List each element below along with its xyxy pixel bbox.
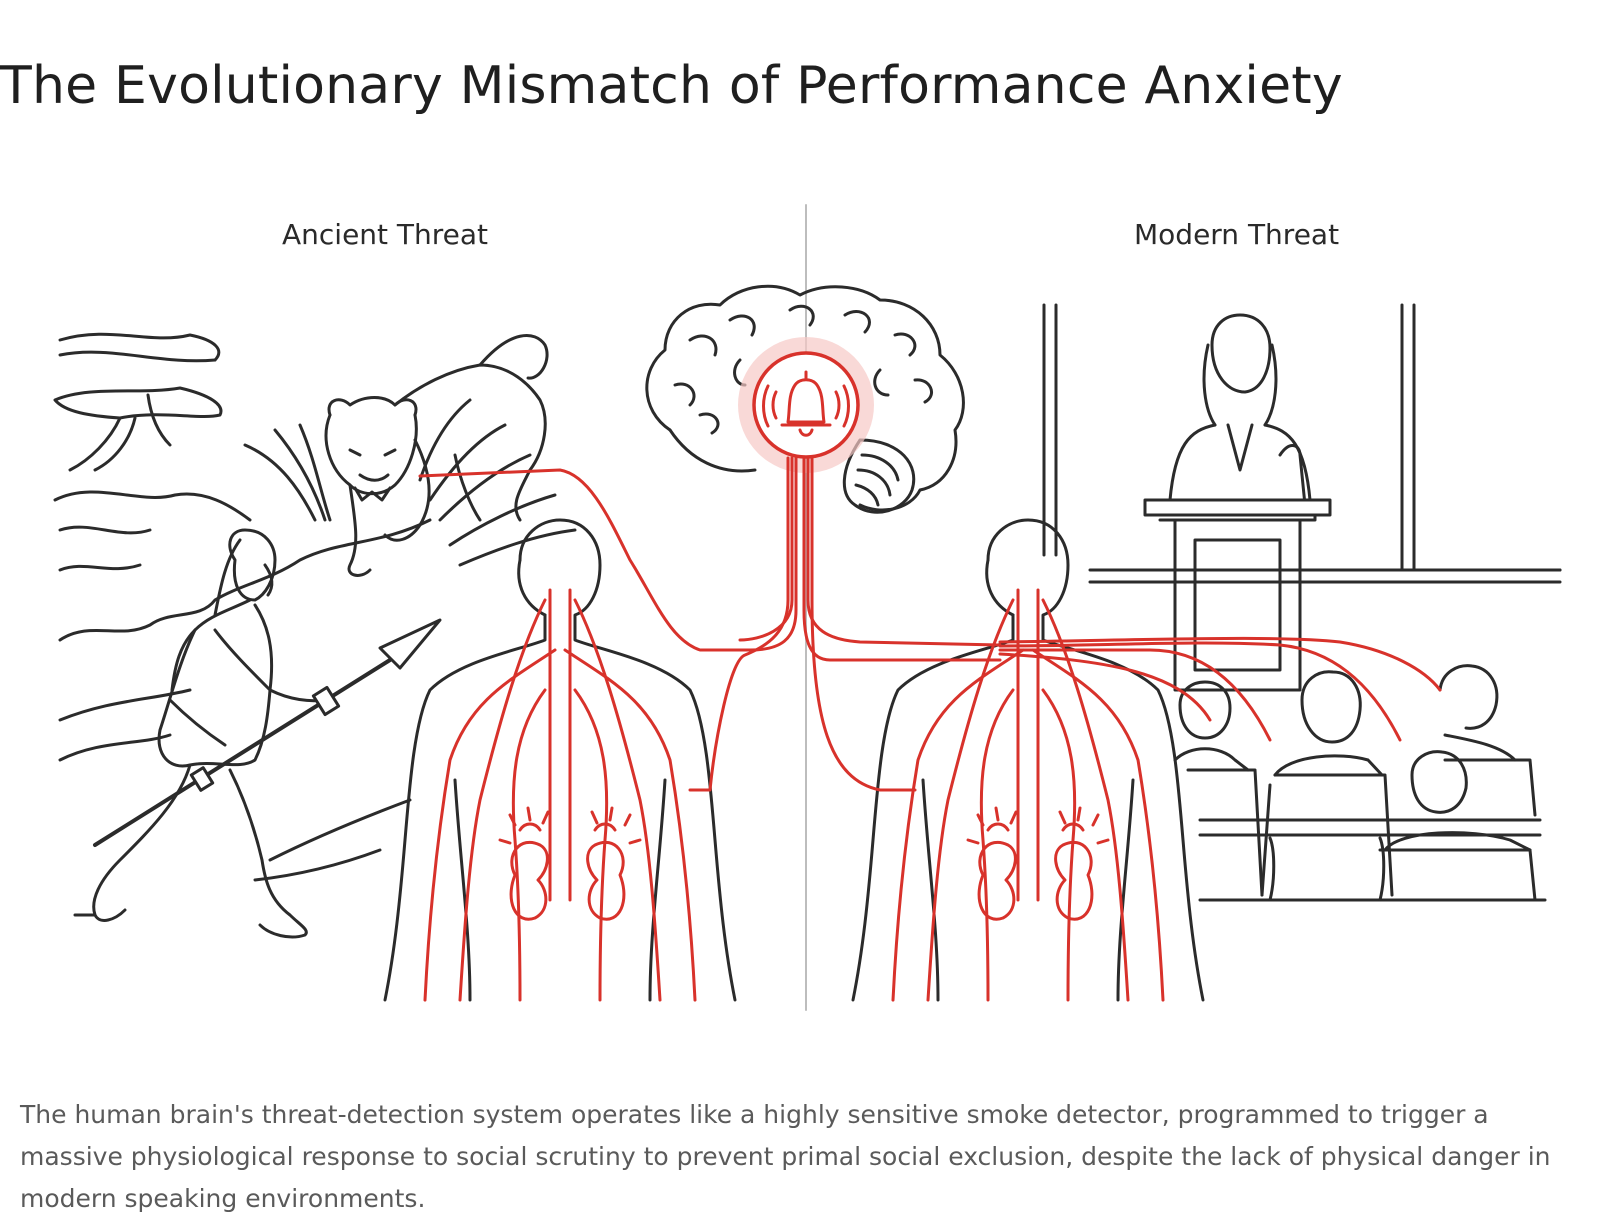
kidney-icon [588, 808, 640, 919]
page-title: The Evolutionary Mismatch of Performance… [0, 56, 1343, 116]
panther-icon [326, 335, 547, 575]
body-ancient [385, 520, 735, 1000]
kidney-icon [1056, 808, 1108, 919]
diagram [0, 190, 1600, 1040]
tree-icon [55, 334, 221, 470]
podium-speaker-icon [1145, 315, 1330, 690]
alarm-circle [754, 353, 858, 457]
body-modern [853, 520, 1203, 1000]
hunter-with-spear-icon [75, 530, 440, 937]
room-frame [1044, 305, 1560, 582]
caption: The human brain's threat-detection syste… [20, 1094, 1580, 1220]
kidney-icon [500, 808, 548, 919]
nerve-pathways [420, 458, 1440, 1000]
hills [55, 492, 430, 880]
kidney-icon [968, 808, 1016, 919]
audience-icon [1175, 666, 1545, 900]
